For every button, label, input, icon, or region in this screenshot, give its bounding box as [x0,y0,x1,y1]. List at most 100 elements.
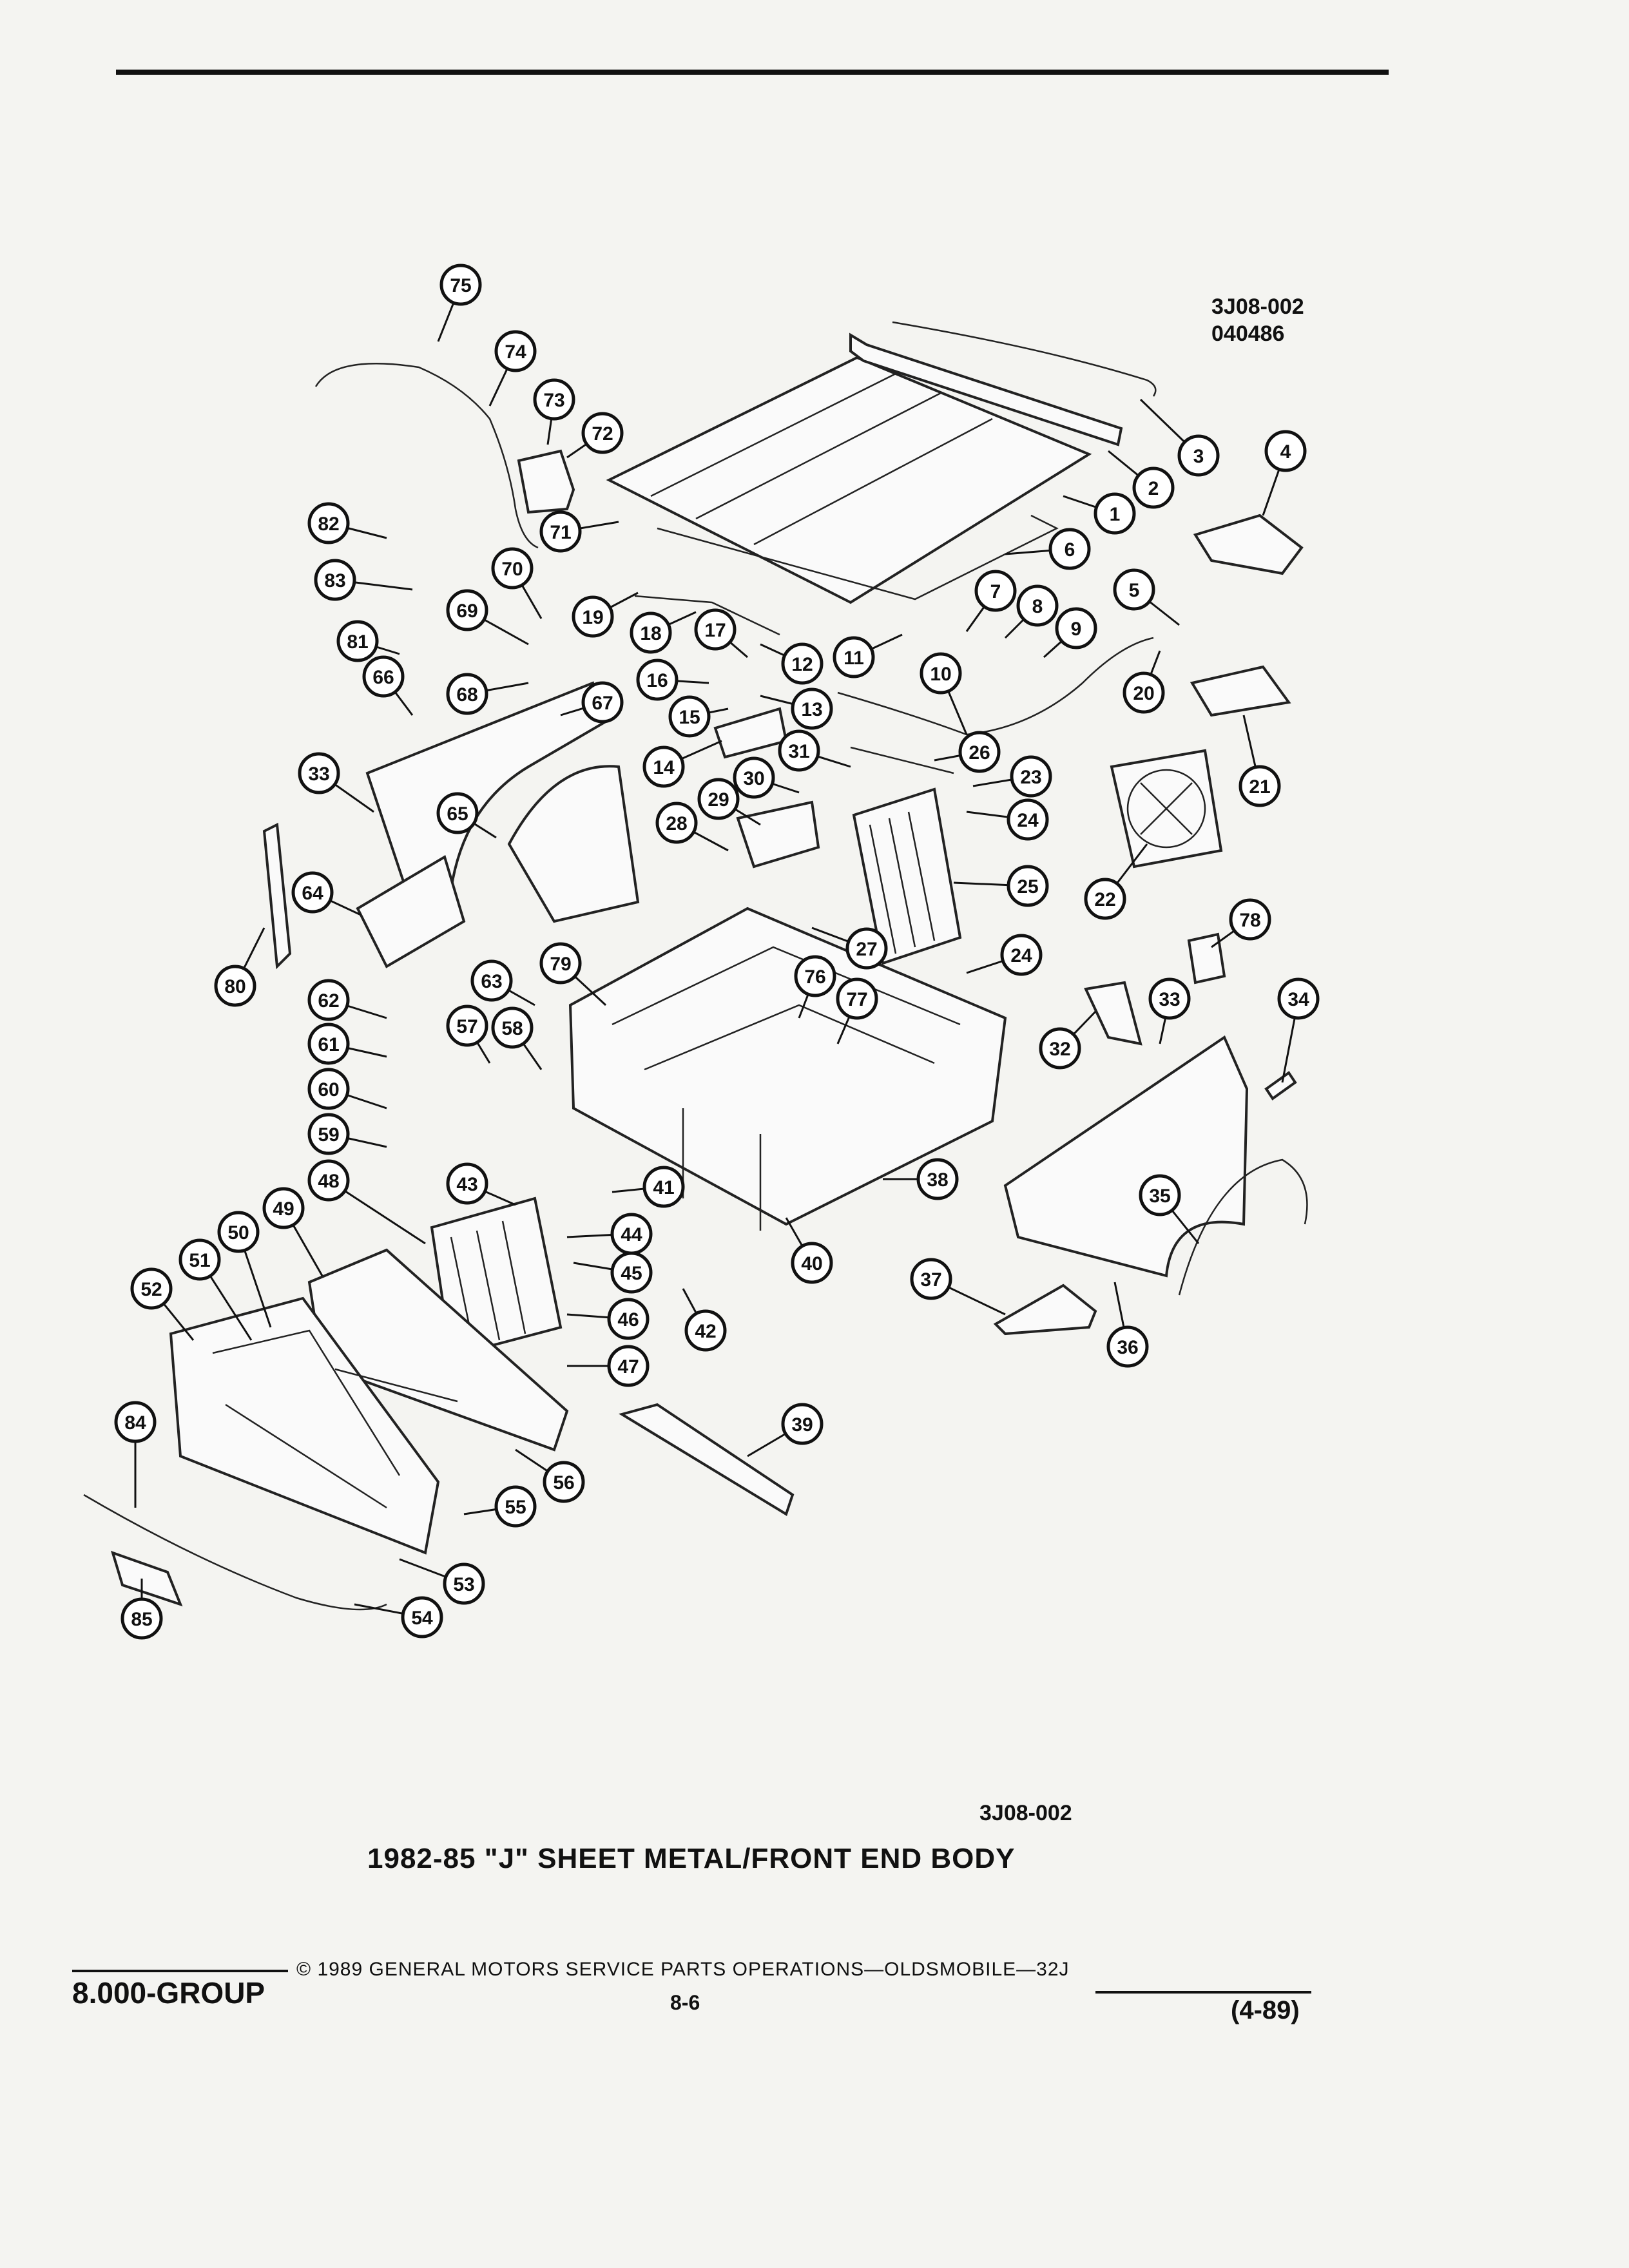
hood-rear-strip [849,332,1123,447]
callout-number: 3 [1193,446,1204,467]
callout-73: 73 [533,378,575,421]
hood-weatherstrip [892,321,1157,397]
callout-number: 69 [456,601,477,622]
callout-number: 72 [592,423,613,445]
callout-circle [178,1238,221,1281]
callout-circle [336,620,379,662]
callout-39: 39 [781,1403,824,1445]
callout-number: 19 [582,607,603,628]
callout-circle [836,977,878,1020]
callout-number: 39 [791,1414,813,1436]
callout-81: 81 [336,620,379,662]
callout-circle [120,1597,163,1640]
callout-number: 27 [856,939,877,960]
callout-50: 50 [217,1211,260,1253]
callout-55: 55 [494,1485,537,1528]
callout-40: 40 [791,1242,833,1284]
callout-circle [916,1158,959,1200]
callout-number: 65 [447,803,468,825]
callout-82: 82 [307,502,350,544]
callout-circle [114,1401,157,1443]
callout-circle [733,756,775,799]
callout-14: 14 [642,745,685,788]
callout-circle [642,745,685,788]
callout-circle [833,636,875,678]
callout-circle [1010,755,1052,798]
callout-circle [1148,977,1191,1020]
callout-number: 12 [791,654,813,675]
callout-circle [491,547,534,590]
callout-circle [1177,434,1220,477]
lower-molding [83,1494,387,1611]
callout-circle [1132,466,1175,509]
callout-circle [1084,878,1126,920]
callout-number: 51 [189,1250,210,1271]
callout-60: 60 [307,1068,350,1110]
hood-panel [606,356,1092,604]
callout-5: 5 [1113,568,1155,611]
callout-18: 18 [630,611,672,654]
callout-circle [572,595,614,638]
callout-69: 69 [446,589,488,631]
callout-number: 66 [372,667,394,688]
callout-circle [214,965,256,1007]
callout-circle [446,589,488,631]
callout-number: 83 [324,570,345,591]
callout-23: 23 [1010,755,1052,798]
callout-number: 78 [1239,910,1260,931]
hood-latch-bracket [713,707,788,759]
callout-56: 56 [543,1461,585,1503]
callout-circle [791,1242,833,1284]
callout-number: 35 [1149,1186,1170,1207]
callout-circle [491,1006,534,1049]
callout-circle [533,378,575,421]
washer-reservoir [517,449,575,514]
diagram-caption: 1982-85 "J" SHEET METAL/FRONT END BODY [367,1843,1016,1874]
drawing-code-top: 3J08-002 040486 [1211,293,1304,347]
callout-number: 47 [617,1356,639,1378]
callout-circle [217,1211,260,1253]
callout-13: 13 [791,687,833,730]
callout-number: 64 [302,883,323,904]
callout-number: 57 [456,1016,477,1037]
callout-16: 16 [636,658,679,701]
hood-inner-panel [657,514,1059,601]
callout-31: 31 [778,729,820,772]
callout-10: 10 [920,652,962,695]
callout-number: 9 [1071,619,1082,640]
callout-32: 32 [1039,1027,1081,1070]
callout-54: 54 [401,1596,443,1639]
callout-circle [1094,492,1136,535]
callout-circle [298,752,340,794]
callout-49: 49 [262,1187,305,1229]
header-panel-molding [334,1368,458,1403]
side-filler-panel [262,822,292,970]
callout-circle [539,942,582,985]
callout-circle [655,802,698,844]
callout-number: 20 [1133,683,1154,704]
callout-number: 60 [318,1079,339,1100]
headlamp-bracket [356,854,466,968]
callout-number: 14 [653,757,675,778]
callout-61: 61 [307,1023,350,1065]
callout-47: 47 [607,1345,650,1387]
callout-number: 22 [1094,889,1115,910]
callout-41: 41 [642,1166,685,1208]
callout-58: 58 [491,1006,534,1049]
callout-77: 77 [836,977,878,1020]
callout-circle [470,959,513,1002]
top-rule [116,70,1389,75]
callout-number: 33 [1159,989,1180,1010]
callout-number: 13 [801,699,822,720]
callout-74: 74 [494,330,537,372]
callout-circle [581,681,624,724]
callout-circle [1239,765,1281,807]
callout-number: 23 [1020,767,1041,788]
callout-17: 17 [694,608,737,651]
callout-number: 70 [501,559,523,580]
callout-circle [307,502,350,544]
callout-number: 25 [1017,876,1038,898]
callout-circle [694,608,737,651]
callout-circle [1016,584,1059,627]
